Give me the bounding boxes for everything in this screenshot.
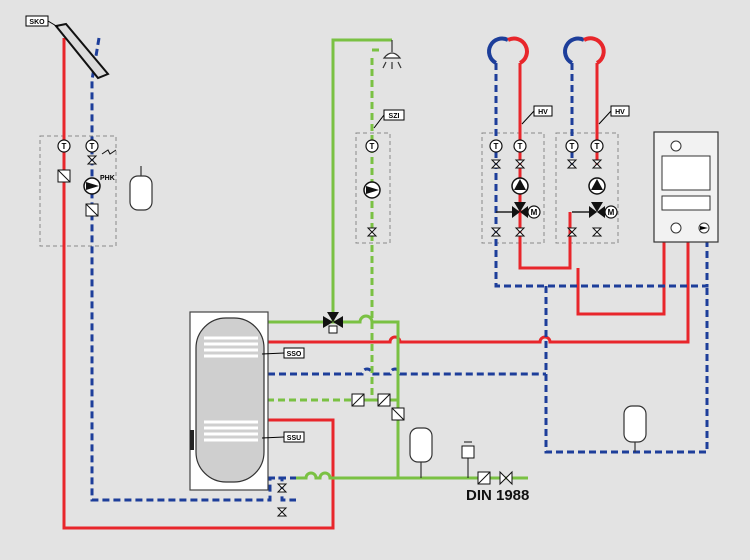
heating-group-1-frame <box>481 132 545 244</box>
circulation-label: SZI <box>373 109 405 129</box>
hot-flow-pipes <box>62 38 690 530</box>
standard-label: DIN 1988 <box>466 487 529 504</box>
svg-text:T: T <box>570 142 575 151</box>
svg-text:SZI: SZI <box>389 113 400 120</box>
three-way-valve-icon <box>323 312 343 334</box>
circulation-frame <box>355 132 391 244</box>
svg-text:T: T <box>595 142 600 151</box>
heating-pump-2-icon <box>588 177 606 195</box>
check-valve-icons <box>57 169 491 485</box>
circulation-pump-icon <box>363 181 381 199</box>
heating-circuit-1-label: HV <box>521 105 553 125</box>
heating-circuit-2-label: HV <box>598 105 630 125</box>
upper-coil-label: SSO <box>261 347 305 359</box>
lower-coil-label: SSU <box>261 431 305 443</box>
svg-text:SSU: SSU <box>287 435 301 442</box>
solar-station-frame <box>39 135 117 247</box>
radiator-icon-2 <box>563 36 606 65</box>
safety-valve-icons <box>101 149 475 478</box>
svg-text:SKO: SKO <box>29 19 45 26</box>
svg-text:T: T <box>90 142 95 151</box>
expansion-vessel-dhw <box>409 427 433 478</box>
svg-text:M: M <box>608 208 615 217</box>
storage-tank <box>189 311 269 491</box>
svg-text:T: T <box>370 142 375 151</box>
mixing-valve-2-icon <box>572 202 618 219</box>
motor-symbols: M M <box>531 208 615 217</box>
temperature-symbols: T T T T T T T <box>62 142 600 151</box>
solar-pump-group-label: PHK <box>100 175 115 182</box>
thermometer-icons <box>57 139 604 153</box>
solar-pump-icon <box>83 177 101 195</box>
solar-collector <box>54 22 110 80</box>
expansion-vessel-solar <box>129 166 153 211</box>
radiator-icon-1 <box>487 36 529 65</box>
boiler <box>653 131 719 243</box>
circulation-pipes <box>268 48 380 402</box>
svg-text:SSO: SSO <box>287 351 302 358</box>
mixing-valve-1-icon <box>496 202 541 219</box>
svg-text:T: T <box>62 142 67 151</box>
svg-text:HV: HV <box>538 109 548 116</box>
heating-group-2-frame <box>555 132 619 244</box>
ball-valve-icons <box>86 155 603 517</box>
svg-text:M: M <box>531 208 538 217</box>
heating-pump-1-icon <box>511 177 529 195</box>
shower-icon <box>382 40 402 69</box>
expansion-vessel-heating <box>623 405 647 452</box>
svg-text:HV: HV <box>615 109 625 116</box>
svg-text:T: T <box>494 142 499 151</box>
collector-label: SKO <box>25 15 59 28</box>
svg-text:T: T <box>518 142 523 151</box>
